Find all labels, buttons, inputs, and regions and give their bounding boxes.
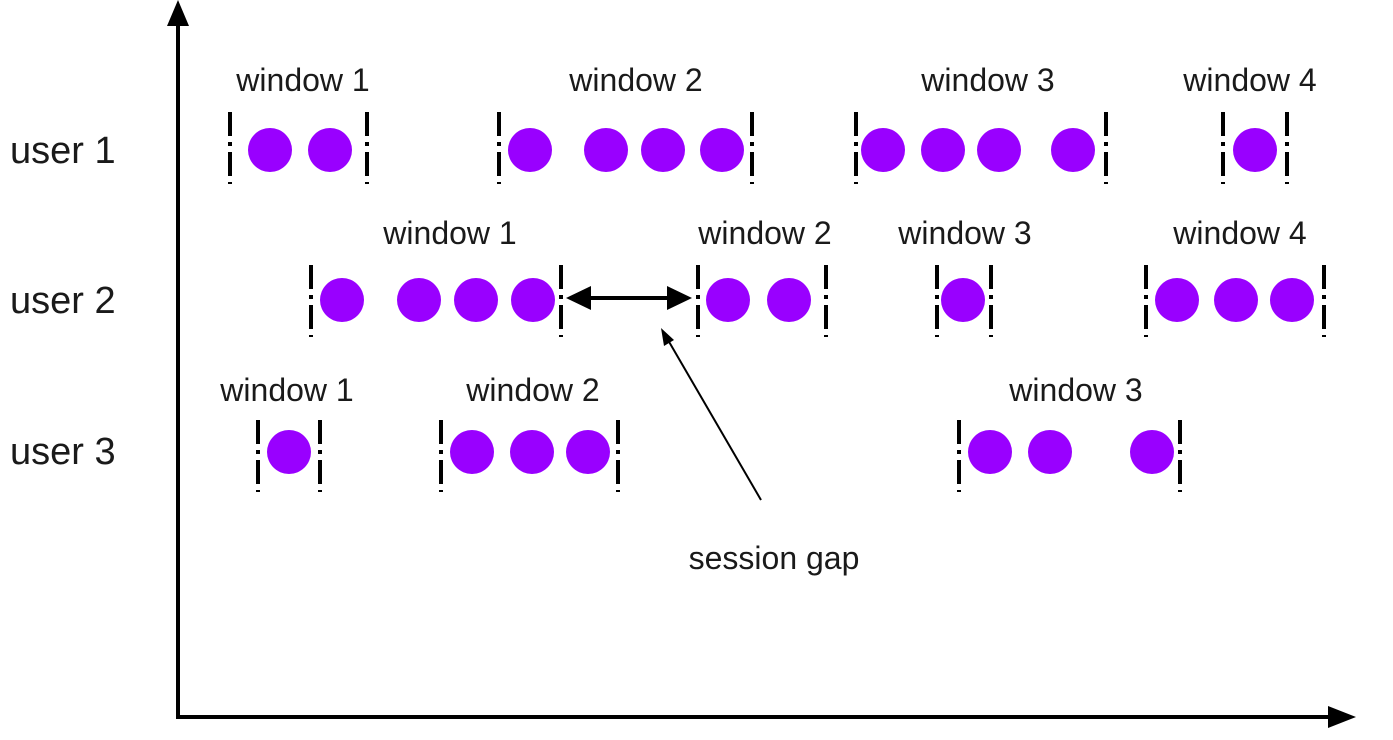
user-1-window-3-label: window 3	[920, 62, 1054, 98]
x-axis-arrowhead	[1328, 706, 1356, 728]
user-3-window-1-label: window 1	[219, 372, 353, 408]
user-1-event-dot	[641, 128, 685, 172]
session-gap-arrow-left-head	[566, 286, 591, 310]
user-3-event-dot	[968, 430, 1012, 474]
session-gap-arrow-right-head	[667, 286, 692, 310]
user-2-window-1-label: window 1	[382, 215, 516, 251]
session-gap-pointer-head	[661, 328, 674, 346]
session-gap-pointer-line	[667, 339, 762, 501]
y-axis-arrowhead	[167, 0, 189, 26]
user-2-event-dot	[454, 278, 498, 322]
user-3-event-dot	[267, 430, 311, 474]
user-1-event-dot	[248, 128, 292, 172]
user-2-event-dot	[767, 278, 811, 322]
user-3-event-dot	[1028, 430, 1072, 474]
user-2-label: user 2	[10, 280, 116, 322]
user-2-event-dot	[706, 278, 750, 322]
user-2-event-dot	[320, 278, 364, 322]
user-2-event-dot	[941, 278, 985, 322]
user-1-event-dot	[1233, 128, 1277, 172]
user-1-window-4-label: window 4	[1182, 62, 1316, 98]
window-labels: window 1 window 2 window 3 window 4 wind…	[219, 62, 1316, 408]
window-boundaries	[228, 112, 1326, 492]
session-gap-arrow	[566, 286, 692, 310]
user-1-event-dot	[584, 128, 628, 172]
axes	[167, 0, 1356, 728]
user-1-window-2-label: window 2	[568, 62, 702, 98]
user-3-event-dot	[510, 430, 554, 474]
user-1-window-1-label: window 1	[235, 62, 369, 98]
user-3-event-dot	[450, 430, 494, 474]
session-gap-pointer	[661, 328, 762, 501]
user-labels: user 1 user 2 user 3	[10, 130, 116, 473]
user-1-event-dot	[1051, 128, 1095, 172]
user-2-window-3-label: window 3	[897, 215, 1031, 251]
user-3-event-dot	[1130, 430, 1174, 474]
user-2-window-4-label: window 4	[1172, 215, 1306, 251]
session-gap-label: session gap	[689, 540, 860, 576]
user-2-event-dot	[1270, 278, 1314, 322]
user-1-event-dot	[700, 128, 744, 172]
user-1-event-dot	[508, 128, 552, 172]
user-1-label: user 1	[10, 130, 116, 172]
user-1-event-dot	[308, 128, 352, 172]
user-3-label: user 3	[10, 431, 116, 473]
user-2-event-dot	[1155, 278, 1199, 322]
user-1-event-dot	[861, 128, 905, 172]
user-1-event-dot	[977, 128, 1021, 172]
user-3-window-3-label: window 3	[1008, 372, 1142, 408]
user-3-event-dot	[566, 430, 610, 474]
user-2-event-dot	[397, 278, 441, 322]
user-1-event-dot	[921, 128, 965, 172]
user-2-event-dot	[511, 278, 555, 322]
user-2-event-dot	[1214, 278, 1258, 322]
event-dots	[248, 128, 1314, 474]
user-2-window-2-label: window 2	[697, 215, 831, 251]
user-3-window-2-label: window 2	[465, 372, 599, 408]
